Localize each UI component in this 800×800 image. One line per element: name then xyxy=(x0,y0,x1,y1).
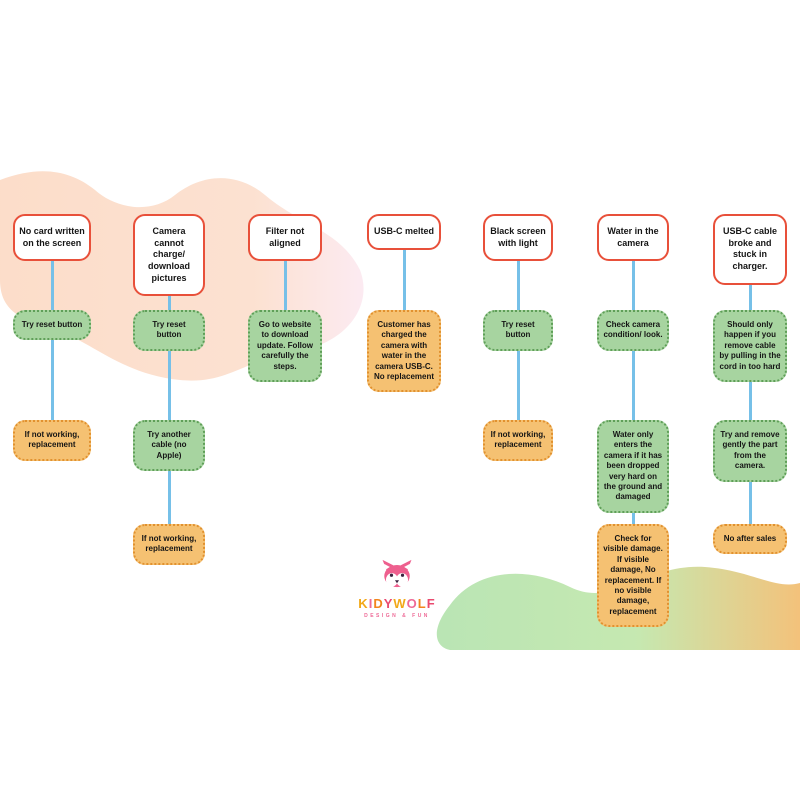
logo-letter: Y xyxy=(383,596,394,611)
logo-letter: L xyxy=(417,596,427,611)
outcome-box: If not working, replacement xyxy=(133,524,205,565)
problem-box: Water in the camera xyxy=(597,214,669,262)
logo-letter: D xyxy=(373,596,384,611)
step-box: Try reset button xyxy=(483,310,553,351)
step-box: Try reset button xyxy=(133,310,205,351)
outcome-box: Customer has charged the camera with wat… xyxy=(367,310,441,393)
connector-line xyxy=(402,236,406,342)
problem-box: USB-C cable broke and stuck in charger. xyxy=(713,214,787,285)
problem-box: Camera cannot charge/ download pictures xyxy=(133,214,205,297)
step-box: Try another cable (no Apple) xyxy=(133,420,205,472)
logo-letter: K xyxy=(358,596,369,611)
step-box: Go to website to download update. Follow… xyxy=(248,310,322,382)
step-box: Try and remove gently the part from the … xyxy=(713,420,787,482)
step-box: Try reset button xyxy=(13,310,91,341)
logo-letter: I xyxy=(368,596,374,611)
connector-line xyxy=(50,236,54,450)
kidywolf-fox-icon xyxy=(382,559,412,588)
step-box: Should only happen if you remove cable b… xyxy=(713,310,787,382)
logo-wordmark: KIDYWOLF xyxy=(347,596,447,611)
step-box: Check camera condition/ look. xyxy=(597,310,669,351)
outcome-box: No after sales xyxy=(713,524,787,555)
outcome-box: If not working, replacement xyxy=(13,420,91,461)
logo-letter: O xyxy=(406,596,418,611)
connector-line xyxy=(748,236,752,554)
logo-tagline: DESIGN & FUN xyxy=(364,613,430,619)
kidywolf-logo: KIDYWOLF DESIGN & FUN xyxy=(347,558,447,619)
problem-box: Filter not aligned xyxy=(248,214,322,262)
outcome-box: If not working, replacement xyxy=(483,420,553,461)
connector-line xyxy=(631,236,635,554)
step-box: Water only enters the camera if it has b… xyxy=(597,420,669,513)
outcome-box: Check for visible damage. If visible dam… xyxy=(597,524,669,628)
problem-box: Black screen with light xyxy=(483,214,553,262)
logo-letter: W xyxy=(393,596,407,611)
problem-box: USB-C melted xyxy=(367,214,441,250)
connector-line xyxy=(167,236,171,554)
logo-letter: F xyxy=(426,596,436,611)
problem-box: No card written on the screen xyxy=(13,214,91,262)
